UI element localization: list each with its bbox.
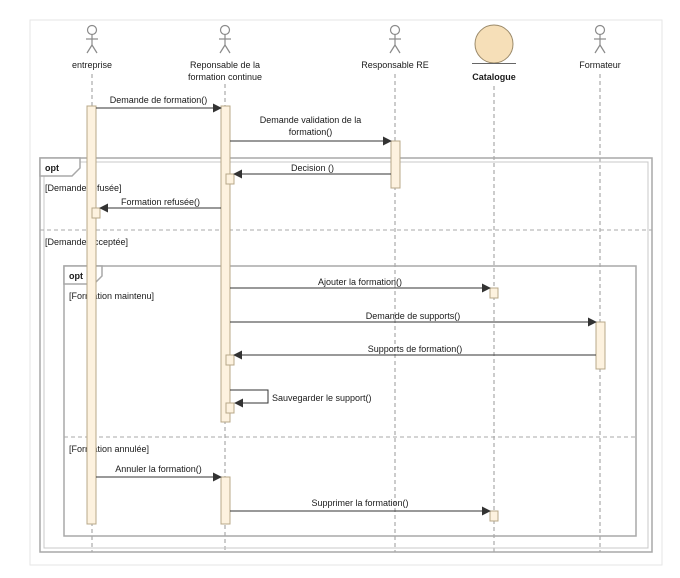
fragment-frame [63,265,637,537]
participant-responsable-re: Responsable RE [361,24,429,70]
message-label: formation() [289,127,333,137]
activation-bar [489,510,499,522]
participant-entreprise: entreprise [72,24,112,70]
activation-bar [489,287,499,299]
entity-icon [474,24,514,64]
participant-formateur: Formateur [579,24,621,70]
message: Demande de supports() [230,311,597,327]
activation-bar [91,207,101,219]
activation-bar [225,402,235,414]
participant-label: Catalogue [472,72,516,82]
activation-bar [225,173,235,185]
message-label: Formation refusée() [121,197,200,207]
participant-heads: entreprise Reponsable de la formation cont… [72,24,621,82]
fragment-frame [39,157,653,553]
message-label: Supports de formation() [368,344,463,354]
participant-label: Reponsable de la [190,60,260,70]
message-label: Ajouter la formation() [318,277,402,287]
fragment-tag [39,157,81,177]
activation-bar [220,476,231,525]
message-label: Annuler la formation() [115,464,202,474]
message-label: Demande validation de la [260,115,362,125]
message: Formation refusée() [99,197,221,213]
message: Supprimer la formation() [230,498,491,516]
message-label: Supprimer la formation() [311,498,408,508]
message-arrow [230,389,269,408]
message: Ajouter la formation() [230,277,491,293]
fragment-guard: [Formation maintenu] [69,291,154,301]
actor-icon [594,24,606,54]
fragment-operator: opt [45,163,59,173]
message-label: Demande de formation() [110,95,208,105]
fragment-operator: opt [69,271,83,281]
activations [86,105,606,525]
message: Supports de formation() [233,344,596,360]
actor-icon [219,24,231,54]
participant-label: Responsable RE [361,60,429,70]
message-label: Sauvegarder le support() [272,393,372,403]
diagram-border [29,19,663,566]
participant-label: entreprise [72,60,112,70]
activation-bar [86,105,97,525]
activation-bar [220,105,231,423]
participant-responsable-formation: Reponsable de la formation continue [188,24,262,82]
actor-icon [86,24,98,54]
messages: Demande de formation() Demande validation… [96,95,597,516]
message: Annuler la formation() [96,464,222,482]
participant-label: formation continue [188,72,262,82]
message: Decision () [233,163,391,179]
lifelines [91,74,601,552]
message: Demande validation de la formation() [230,115,392,146]
activation-bar [595,321,606,370]
fragment-guard: [Demande refusée] [45,183,122,193]
message-label: Demande de supports() [366,311,461,321]
participant-catalogue: Catalogue [472,24,516,82]
message-label: Decision () [291,163,334,173]
fragment-guard: [Formation annulée] [69,444,149,454]
activation-bar [225,354,235,366]
message: Sauvegarder le support() [230,389,372,408]
activation-bar [390,140,401,189]
actor-icon [389,24,401,54]
participant-label: Formateur [579,60,621,70]
message: Demande de formation() [96,95,222,113]
fragment-inner-frame [43,161,649,549]
